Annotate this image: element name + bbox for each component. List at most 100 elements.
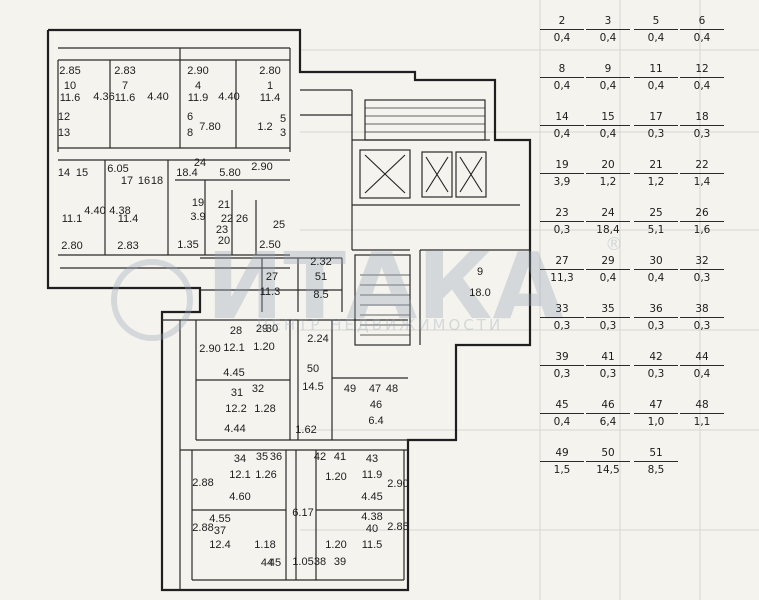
legend-room-number: 8 bbox=[558, 63, 566, 75]
legend-room-area: 0,3 bbox=[599, 368, 617, 381]
legend-room-number: 11 bbox=[649, 63, 663, 75]
legend-room-area: 0,3 bbox=[647, 368, 665, 381]
legend-room-area: 0,4 bbox=[647, 32, 665, 45]
legend-divider bbox=[586, 269, 630, 271]
legend-room-number: 27 bbox=[555, 255, 569, 267]
room-label: 4.45 bbox=[223, 367, 244, 379]
watermark-registered: ® bbox=[605, 234, 623, 255]
room-label: 34 bbox=[234, 453, 246, 465]
room-label: 35 bbox=[256, 451, 268, 463]
room-label: 2.85 bbox=[387, 521, 408, 533]
legend-room-area: 0,4 bbox=[599, 80, 617, 93]
room-label: 24 bbox=[194, 157, 206, 169]
legend-room-area: 3,9 bbox=[553, 176, 571, 189]
legend-room-area: 0,4 bbox=[693, 80, 711, 93]
legend-room-number: 12 bbox=[695, 63, 709, 75]
stair-hatching bbox=[360, 107, 485, 336]
legend-room-number: 6 bbox=[698, 15, 706, 27]
legend-divider bbox=[586, 461, 630, 463]
room-label: 14.5 bbox=[302, 381, 323, 393]
legend-room-area: 0,3 bbox=[693, 320, 711, 333]
room-label: 16 bbox=[138, 175, 150, 187]
room-label: 51 bbox=[315, 271, 327, 283]
legend-divider bbox=[680, 365, 724, 367]
room-label: 3.9 bbox=[190, 211, 205, 223]
room-label: 30 bbox=[266, 323, 278, 335]
legend-room-number: 45 bbox=[555, 399, 569, 411]
legend-divider bbox=[586, 221, 630, 223]
room-label: 39 bbox=[334, 556, 346, 568]
room-label: 23 bbox=[216, 224, 228, 236]
room-label: 2.80 bbox=[259, 65, 280, 77]
legend-room-area: 0,4 bbox=[599, 272, 617, 285]
room-label: 1.26 bbox=[255, 469, 276, 481]
legend-room-area: 0,4 bbox=[693, 32, 711, 45]
room-label: 7 bbox=[122, 80, 128, 92]
room-label: 11.9 bbox=[188, 92, 209, 104]
legend-room-number: 49 bbox=[555, 447, 569, 459]
legend-room-area: 0,3 bbox=[599, 320, 617, 333]
watermark: ИТАКА ® ЦЕНТР НЕДВИЖИМОСТИ bbox=[111, 233, 623, 341]
legend-room-area: 0,4 bbox=[647, 272, 665, 285]
legend-room-area: 11,3 bbox=[550, 272, 574, 285]
room-label: 8.5 bbox=[313, 289, 328, 301]
room-label: 6.17 bbox=[292, 507, 313, 519]
room-label: 48 bbox=[386, 383, 398, 395]
room-label: 11.9 bbox=[362, 469, 383, 481]
room-label: 41 bbox=[334, 451, 346, 463]
legend-divider bbox=[540, 269, 584, 271]
legend-divider bbox=[634, 77, 678, 79]
room-label: 1.20 bbox=[253, 341, 274, 353]
room-label: 28 bbox=[230, 325, 242, 337]
legend-room-number: 17 bbox=[649, 111, 663, 123]
legend-room-number: 18 bbox=[695, 111, 709, 123]
legend-room-area: 0,3 bbox=[693, 272, 711, 285]
room-label: 1.05 bbox=[292, 556, 313, 568]
legend-room-area: 1,6 bbox=[693, 224, 711, 237]
legend-divider bbox=[586, 29, 630, 31]
room-label: 4.38 bbox=[109, 205, 130, 217]
room-label: 6.05 bbox=[107, 163, 128, 175]
legend-room-area: 0,4 bbox=[599, 128, 617, 141]
legend-divider bbox=[540, 125, 584, 127]
legend-room-number: 26 bbox=[695, 207, 709, 219]
legend-divider bbox=[586, 125, 630, 127]
room-label: 7.80 bbox=[199, 121, 220, 133]
room-label: 11.6 bbox=[60, 92, 81, 104]
legend-room-area: 0,4 bbox=[553, 416, 571, 429]
room-label: 2.83 bbox=[114, 65, 135, 77]
room-label: 3 bbox=[280, 127, 286, 139]
legend-divider bbox=[680, 317, 724, 319]
room-label: 4.45 bbox=[361, 491, 382, 503]
building-outline bbox=[46, 28, 532, 592]
room-label: 46 bbox=[370, 399, 382, 411]
room-label: 11.1 bbox=[62, 213, 83, 225]
legend-divider bbox=[586, 173, 630, 175]
legend-room-number: 19 bbox=[555, 159, 569, 171]
room-label: 14 bbox=[58, 167, 70, 179]
watermark-brand: ИТАКА bbox=[206, 233, 563, 340]
legend-room-number: 23 bbox=[555, 207, 569, 219]
room-label: 1.20 bbox=[325, 471, 346, 483]
legend-room-number: 42 bbox=[649, 351, 663, 363]
room-label: 2.90 bbox=[387, 478, 408, 490]
room-label: 1.2 bbox=[257, 121, 272, 133]
legend-room-number: 15 bbox=[601, 111, 615, 123]
legend-room-area: 0,4 bbox=[693, 368, 711, 381]
room-label: 2.24 bbox=[307, 333, 328, 345]
